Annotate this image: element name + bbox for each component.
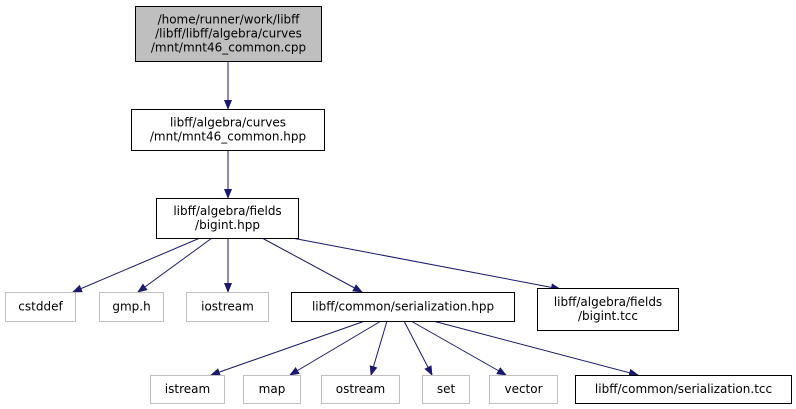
node-label: /bigint.hpp — [195, 218, 260, 232]
node-box — [291, 292, 515, 322]
node-iostream: iostream — [186, 292, 269, 322]
node-label: libff/algebra/fields — [173, 204, 281, 218]
node-label: libff/common/serialization.hpp — [312, 300, 494, 314]
node-label: libff/common/serialization.tcc — [595, 382, 772, 396]
node-box — [489, 375, 558, 404]
node-serialization-tcc[interactable]: libff/common/serialization.tcc — [575, 375, 792, 404]
node-label: gmp.h — [112, 300, 150, 314]
edge-serialization-hpp-to-map — [289, 320, 382, 376]
node-istream: istream — [150, 375, 225, 404]
node-label: /libff/libff/algebra/curves — [155, 27, 302, 41]
node-cstddef: cstddef — [5, 292, 76, 322]
node-box — [131, 109, 325, 151]
node-label: /mnt/mnt46_common.hpp — [150, 130, 306, 144]
node-vector: vector — [489, 375, 558, 404]
node-label: vector — [504, 382, 542, 396]
edge-bigint-hpp-to-bigint-tcc — [291, 237, 561, 292]
node-gmp-h: gmp.h — [99, 292, 164, 322]
node-label: map — [259, 382, 286, 396]
node-label: libff/algebra/fields — [554, 295, 662, 309]
node-box — [135, 6, 322, 62]
node-box — [186, 292, 269, 322]
node-ostream: ostream — [321, 375, 400, 404]
node-box — [321, 375, 400, 404]
node-box — [243, 375, 301, 404]
node-box — [422, 375, 470, 404]
edge-bigint-hpp-to-cstddef — [72, 237, 201, 293]
node-label: /mnt/mnt46_common.cpp — [151, 41, 306, 55]
node-map: map — [243, 375, 301, 404]
node-box — [537, 288, 679, 331]
edge-bigint-hpp-to-serialization-hpp — [261, 237, 363, 293]
node-label: cstddef — [18, 300, 63, 314]
node-mnt46-common-hpp[interactable]: libff/algebra/curves/mnt/mnt46_common.hp… — [131, 109, 325, 151]
node-label: ostream — [336, 382, 385, 396]
node-label: iostream — [201, 300, 254, 314]
node-bigint-hpp[interactable]: libff/algebra/fields/bigint.hpp — [156, 198, 299, 239]
node-bigint-tcc[interactable]: libff/algebra/fields/bigint.tcc — [537, 288, 679, 331]
edge-serialization-hpp-to-serialization-tcc — [432, 320, 639, 377]
node-mnt46-common-cpp[interactable]: /home/runner/work/libff/libff/libff/alge… — [135, 6, 322, 62]
node-label: /home/runner/work/libff — [158, 13, 301, 27]
node-label: /bigint.tcc — [578, 309, 638, 323]
node-box — [575, 375, 792, 404]
nodes-layer: /home/runner/work/libff/libff/libff/alge… — [5, 6, 792, 404]
node-box — [150, 375, 225, 404]
edge-serialization-hpp-to-vector — [410, 320, 507, 376]
node-label: libff/algebra/curves — [170, 116, 286, 130]
edge-serialization-hpp-to-istream — [210, 320, 366, 376]
node-serialization-hpp[interactable]: libff/common/serialization.hpp — [291, 292, 515, 322]
node-label: set — [437, 382, 456, 396]
node-set: set — [422, 375, 470, 404]
node-box — [99, 292, 164, 322]
edges-layer — [72, 61, 639, 377]
edge-bigint-hpp-to-gmp-h — [137, 237, 213, 293]
node-label: istream — [165, 382, 210, 396]
node-box — [156, 198, 299, 239]
edge-serialization-hpp-to-set — [403, 320, 433, 376]
edge-serialization-hpp-to-ostream — [369, 320, 388, 376]
node-box — [5, 292, 76, 322]
